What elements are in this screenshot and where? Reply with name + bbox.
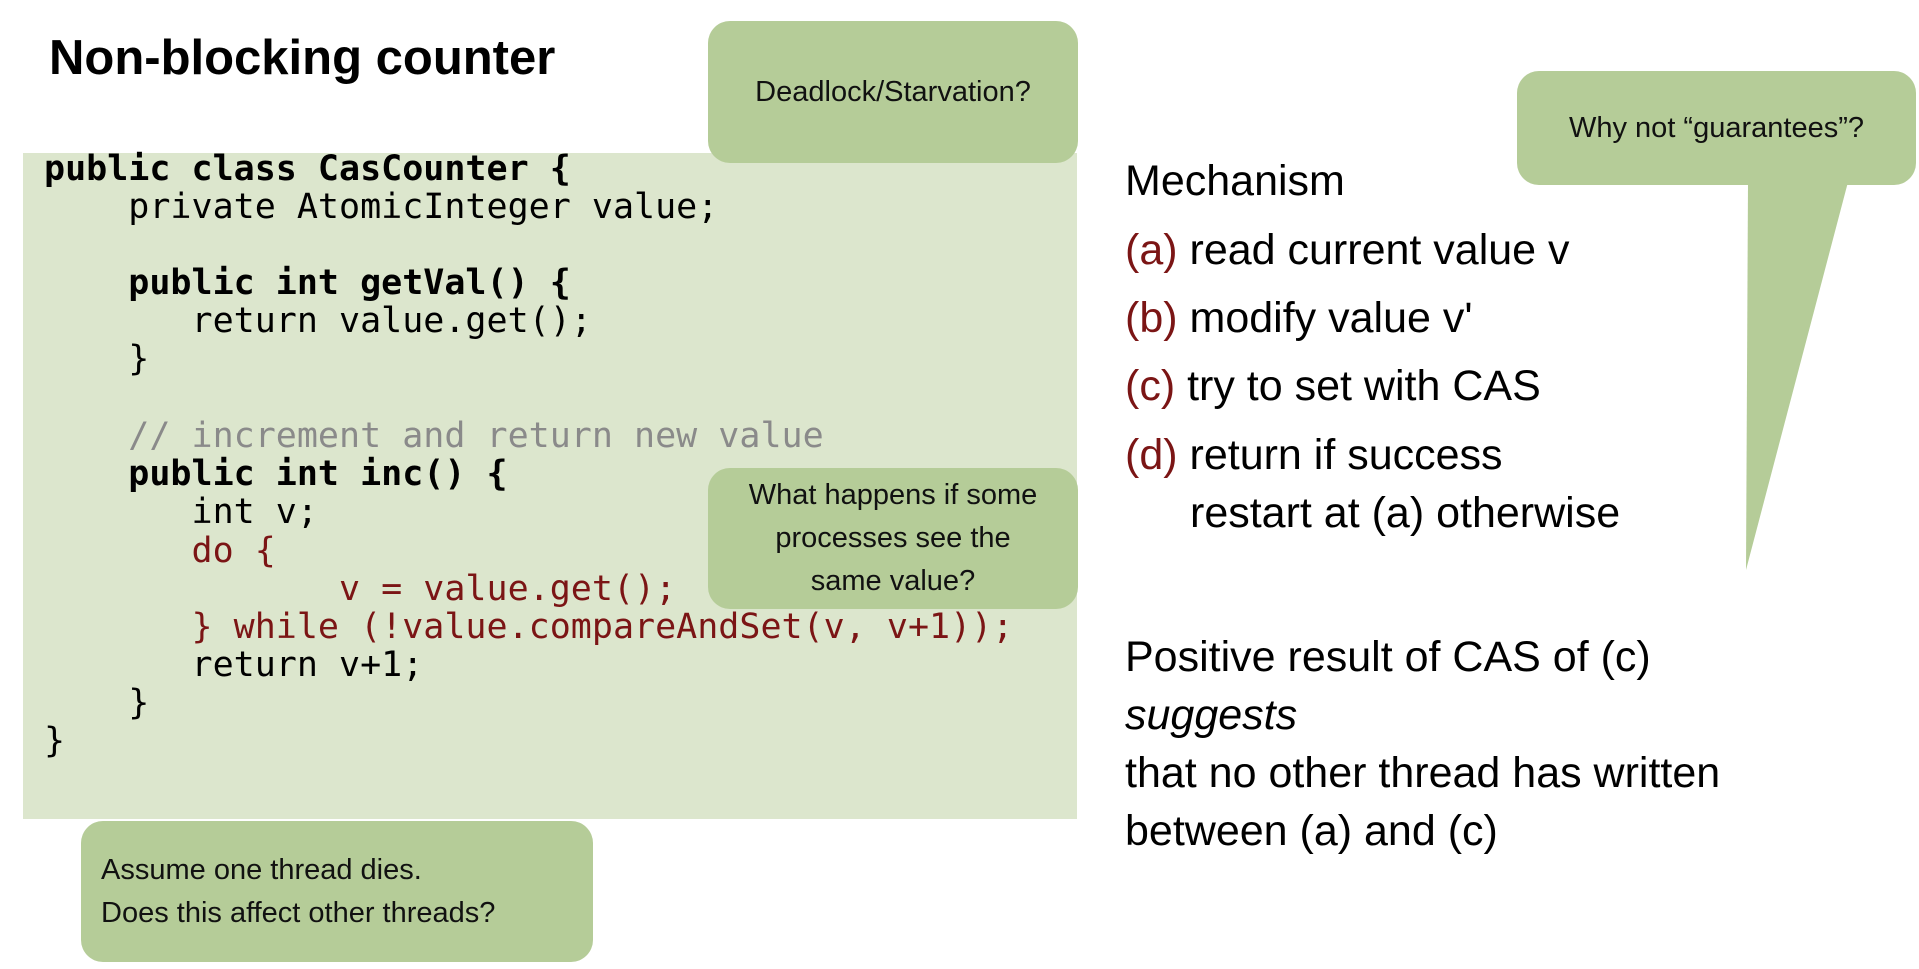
code-line-while-cas: } while (!value.compareAndSet(v, v+1)); <box>44 607 1014 647</box>
result-line-2: that no other thread has written <box>1125 749 1721 797</box>
mechanism-item-c-label: (c) <box>1125 362 1176 410</box>
callout-thread-dies: Assume one thread dies. Does this affect… <box>81 821 593 962</box>
callout-same-value-line-2: processes see the <box>775 522 1011 554</box>
result-line-1: Positive result of CAS of (c) suggests <box>1125 628 1720 744</box>
code-line-int-v: int v; <box>44 492 318 532</box>
callout-thread-dies-line-2: Does this affect other threads? <box>101 897 496 929</box>
code-line-getval-decl: public int getVal() { <box>44 263 571 303</box>
mechanism-item-d-continuation: restart at (a) otherwise <box>1190 489 1621 537</box>
mechanism-item-a-text: read current value v <box>1177 226 1570 274</box>
code-line-v-assign: v = value.get(); <box>44 569 677 609</box>
callout-same-value: What happens if some processes see the s… <box>708 468 1078 609</box>
mechanism-item-c-text: try to set with CAS <box>1175 362 1541 410</box>
mechanism-item-d-text: return if success <box>1177 431 1503 479</box>
callout-same-value-line-1: What happens if some <box>748 479 1038 511</box>
mechanism-item-c: (c) try to set with CAS <box>1125 362 1541 411</box>
callout-deadlock: Deadlock/Starvation? <box>708 21 1078 163</box>
mechanism-title: Mechanism <box>1125 157 1345 205</box>
callout-thread-dies-line-1: Assume one thread dies. <box>101 854 422 886</box>
callout-same-value-line-3: same value? <box>810 565 976 597</box>
code-comment: // increment and return new value <box>44 416 824 456</box>
code-line-close-getval: } <box>44 339 150 379</box>
mechanism-item-a: (a) read current value v <box>1125 226 1570 275</box>
mechanism-item-b-text: modify value v' <box>1177 294 1473 342</box>
code-line-return-inc: return v+1; <box>44 645 424 685</box>
result-line-1-text: Positive result of CAS of (c) <box>1125 633 1651 681</box>
code-line-field: private AtomicInteger value; <box>44 187 719 227</box>
mechanism-item-b-label: (b) <box>1125 294 1178 342</box>
result-emphasis: suggests <box>1125 691 1298 739</box>
mechanism-item-d: (d) return if success <box>1125 431 1503 480</box>
code-line-class-decl: public class CasCounter { <box>44 149 571 189</box>
result-line-3: between (a) and (c) <box>1125 807 1498 855</box>
code-line-close-inc: } <box>44 683 150 723</box>
callout-guarantees: Why not “guarantees”? <box>1517 71 1916 185</box>
code-line-close-class: } <box>44 721 66 761</box>
code-line-return-get: return value.get(); <box>44 301 592 341</box>
result-paragraph: Positive result of CAS of (c) suggests t… <box>1125 628 1720 860</box>
callout-deadlock-text: Deadlock/Starvation? <box>755 75 1031 108</box>
slide-title: Non-blocking counter <box>49 31 556 85</box>
mechanism-item-b: (b) modify value v' <box>1125 294 1473 343</box>
callout-guarantees-text: Why not “guarantees”? <box>1569 111 1864 144</box>
code-line-do: do { <box>44 531 276 571</box>
mechanism-item-d-label: (d) <box>1125 431 1178 479</box>
mechanism-item-a-label: (a) <box>1125 226 1178 274</box>
code-line-inc-decl: public int inc() { <box>44 454 508 494</box>
